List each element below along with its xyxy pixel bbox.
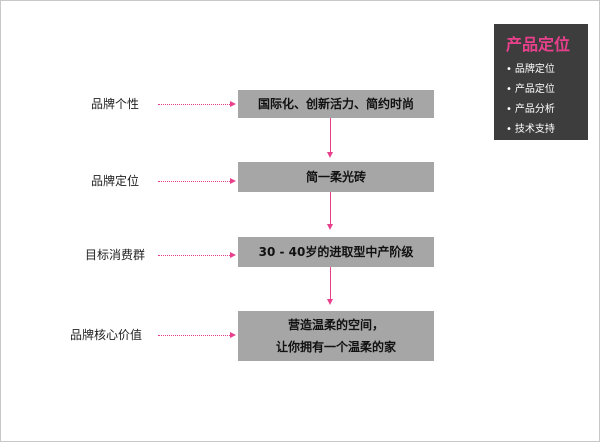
panel-item-label: 产品定位 — [514, 84, 555, 95]
panel-item-product-positioning: •产品定位 — [506, 80, 588, 100]
arrow-down-icon — [327, 299, 333, 305]
arrow-right-icon — [230, 332, 236, 338]
flow-box-text-line-2: 让你拥有一个温柔的家 — [275, 340, 396, 354]
connector-dotted — [158, 335, 230, 336]
row-label-brand-positioning: 品牌定位 — [91, 174, 140, 188]
flow-box-text: 国际化、创新活力、简约时尚 — [257, 97, 414, 111]
flow-box-target-consumers: 30 - 40岁的进取型中产阶级 — [238, 237, 434, 267]
row-label-brand-core-value: 品牌核心价值 — [70, 328, 143, 342]
flow-box-text: 简一柔光砖 — [305, 170, 366, 184]
flow-box-brand-personality: 国际化、创新活力、简约时尚 — [238, 90, 434, 118]
bullet-icon: • — [506, 124, 512, 135]
connector-vertical — [330, 267, 331, 301]
panel-item-brand-positioning: •品牌定位 — [506, 60, 588, 80]
row-label-brand-personality: 品牌个性 — [91, 97, 140, 111]
panel-item-tech-support: •技术支持 — [506, 120, 588, 140]
product-positioning-panel: 产品定位 •品牌定位 •产品定位 •产品分析 •技术支持 — [494, 24, 588, 140]
arrow-right-icon — [230, 252, 236, 258]
panel-item-label: 产品分析 — [514, 104, 555, 115]
bullet-icon: • — [506, 84, 512, 95]
arrow-right-icon — [230, 178, 236, 184]
connector-dotted — [158, 255, 230, 256]
connector-dotted — [158, 181, 230, 182]
arrow-down-icon — [327, 224, 333, 230]
row-label-target-consumers: 目标消费群 — [85, 248, 146, 262]
connector-vertical — [330, 192, 331, 226]
connector-vertical — [330, 118, 331, 154]
flow-box-brand-core-value: 营造温柔的空间， 让你拥有一个温柔的家 — [238, 311, 434, 361]
panel-item-label: 品牌定位 — [514, 64, 555, 75]
panel-title: 产品定位 — [506, 35, 571, 54]
connector-dotted — [158, 104, 230, 105]
bullet-icon: • — [506, 104, 512, 115]
panel-item-product-analysis: •产品分析 — [506, 100, 588, 120]
arrow-right-icon — [230, 101, 236, 107]
arrow-down-icon — [327, 152, 333, 158]
flow-box-text-line-1: 营造温柔的空间， — [287, 318, 384, 332]
flow-box-text: 30 - 40岁的进取型中产阶级 — [258, 245, 414, 259]
bullet-icon: • — [506, 64, 512, 75]
panel-item-label: 技术支持 — [514, 124, 555, 135]
flow-box-brand-positioning: 简一柔光砖 — [238, 162, 434, 192]
